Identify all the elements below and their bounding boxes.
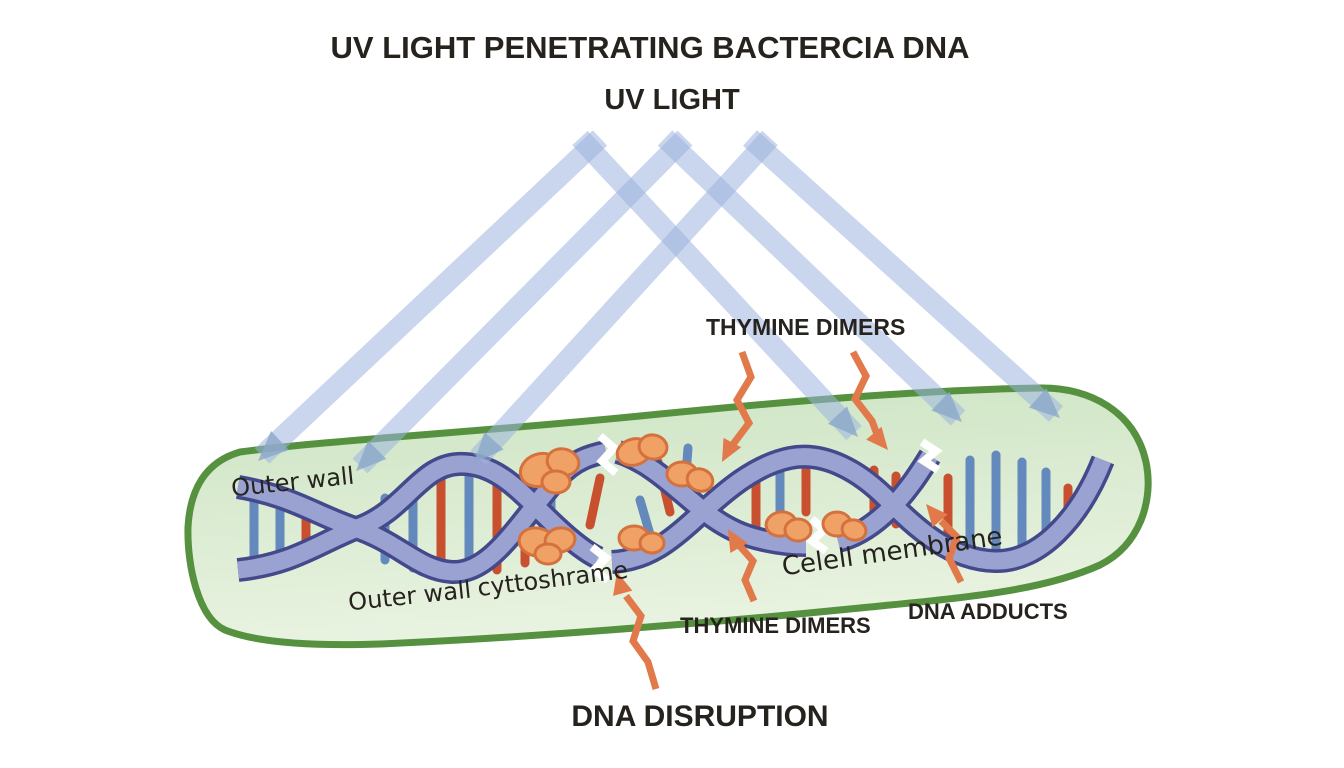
uv-beam-arrowhead bbox=[474, 432, 504, 463]
dna-adducts-label: DNA ADDUCTS bbox=[908, 599, 1068, 624]
dimer-blob bbox=[665, 460, 715, 493]
thymine-dimers-bottom-arrow bbox=[728, 529, 758, 603]
annotation-arrows bbox=[613, 350, 965, 690]
dna-disruption-label: DNA DISRUPTION bbox=[571, 700, 829, 733]
dimer-blob bbox=[615, 433, 669, 467]
thymine-dimers-top-right-arrow bbox=[849, 350, 888, 450]
thymine-dimers-top-left-arrow bbox=[722, 350, 755, 462]
thymine-dimers-bottom-label: THYMINE DIMERS bbox=[680, 613, 871, 638]
bacterium-cell bbox=[184, 384, 1152, 649]
thymine-dimer-blobs bbox=[517, 433, 868, 566]
dimer-blob bbox=[518, 447, 581, 495]
dimer-blob bbox=[517, 526, 577, 566]
thymine-dimers-top-label: THYMINE DIMERS bbox=[706, 314, 906, 340]
dna-disruption-arrow bbox=[613, 572, 660, 690]
page-title: UV LIGHT PENETRATING BACTERCIA DNA bbox=[330, 30, 970, 65]
uv-beams bbox=[254, 130, 1064, 474]
uv-beam-arrowhead bbox=[828, 406, 858, 437]
uv-beam-arrowhead bbox=[356, 440, 387, 471]
uv-beam-arrowhead bbox=[931, 391, 962, 422]
dimer-blob bbox=[821, 510, 868, 542]
dna-helix bbox=[235, 432, 1115, 584]
dimer-blob bbox=[764, 510, 813, 543]
dna-strand-break-marks bbox=[587, 432, 943, 584]
uv-light-label: UV LIGHT bbox=[604, 84, 740, 116]
dna-adducts-arrow bbox=[926, 504, 965, 584]
uv-beam-arrowhead bbox=[258, 431, 289, 461]
dimer-blob bbox=[617, 524, 666, 555]
uv-beam-arrowhead bbox=[1029, 388, 1060, 418]
